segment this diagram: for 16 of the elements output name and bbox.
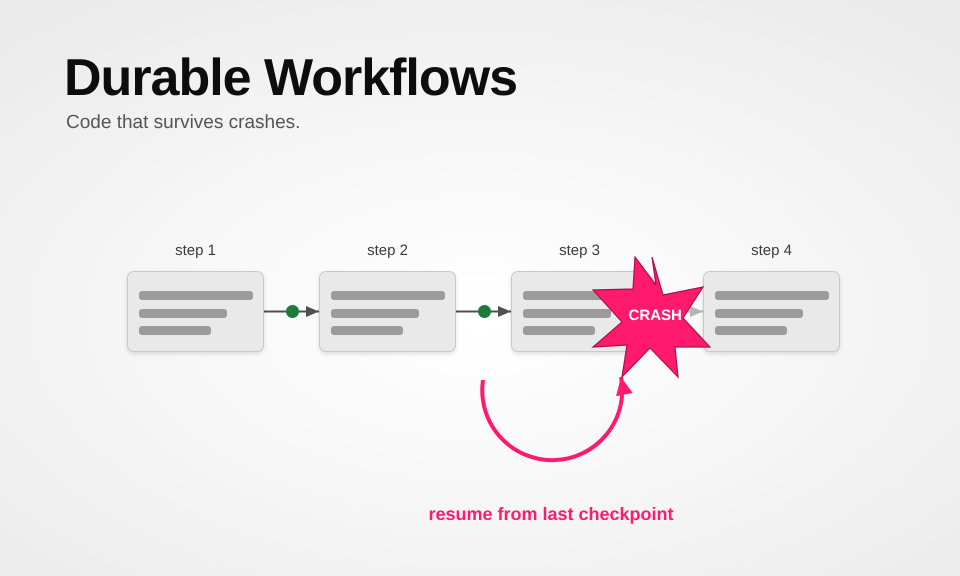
connector-line [456, 310, 478, 312]
curved-arrow [480, 376, 632, 462]
arrow [299, 306, 319, 317]
connector-line [264, 310, 286, 312]
step-label: step 1 [175, 241, 216, 261]
crash-text: CRASH [628, 307, 682, 324]
title: Durable Workflows [64, 48, 518, 108]
subtitle: Code that survives crashes. [66, 112, 300, 134]
step-label: step 2 [367, 241, 408, 261]
arrow [491, 306, 511, 317]
step-label: step 3 [559, 241, 600, 261]
step-label: step 4 [751, 241, 792, 261]
checkpoint-dot [286, 305, 299, 318]
annotation-text: resume from last checkpoint [428, 503, 674, 525]
checkpoint-dot [478, 305, 491, 318]
arrow [688, 306, 703, 317]
